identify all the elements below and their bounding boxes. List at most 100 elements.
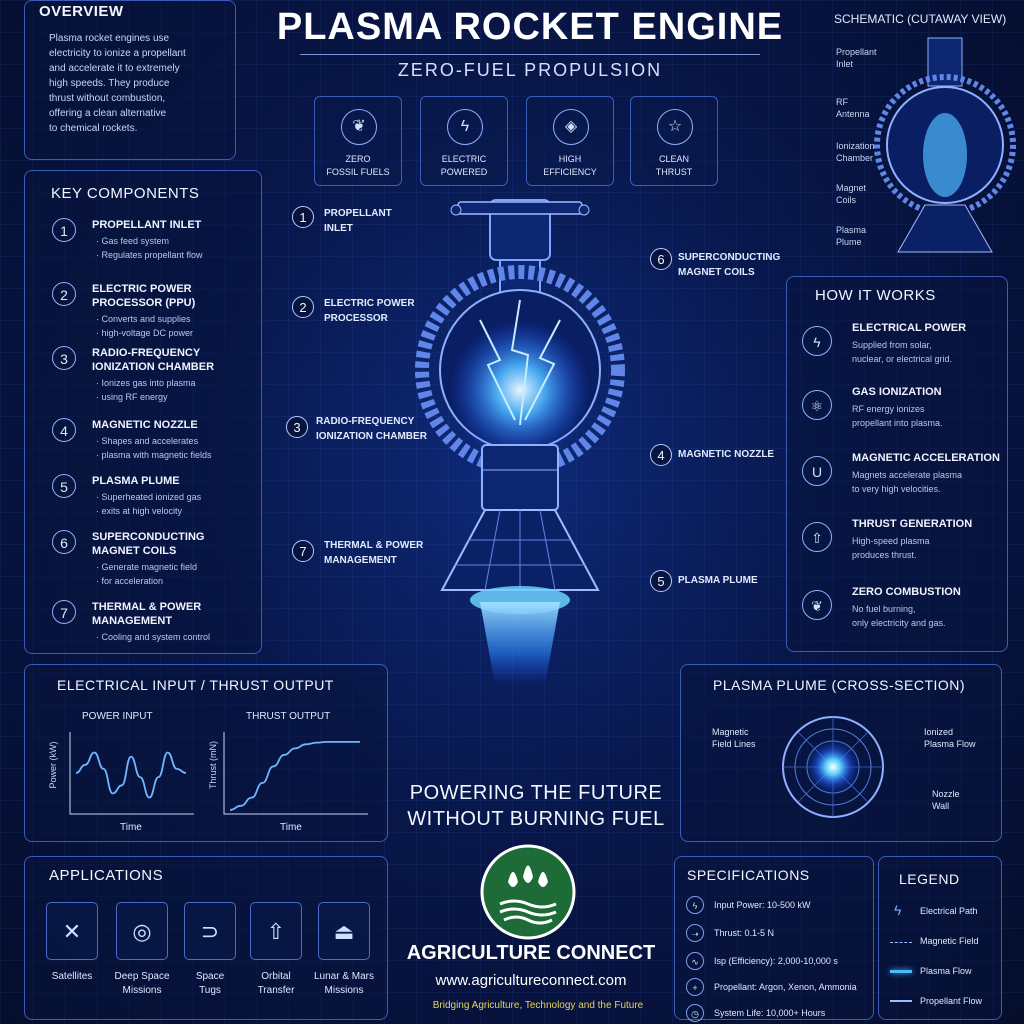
thrust-chart-ylabel: Thrust (mN) xyxy=(208,741,218,789)
callout-4-number: 4 xyxy=(650,444,672,466)
specifications-title: SPECIFICATIONS xyxy=(687,867,810,883)
component-title-line: THERMAL & POWER xyxy=(92,601,202,613)
star-icon: ☆ xyxy=(657,109,693,145)
how-it-works-desc-line: propellant into plasma. xyxy=(852,418,943,428)
component-3-title: RADIO-FREQUENCY IONIZATION CHAMBER xyxy=(92,346,252,374)
component-title-line: IONIZATION CHAMBER xyxy=(92,361,215,373)
component-desc-line: · high-voltage DC power xyxy=(96,328,194,338)
application-satellite-icon: ✕ xyxy=(46,902,98,960)
component-7-description: · Cooling and system control xyxy=(96,630,261,644)
power-chart-title: POWER INPUT xyxy=(82,711,153,722)
plume-cross-section-diagram xyxy=(782,716,884,818)
component-desc-line: · plasma with magnetic fields xyxy=(96,450,212,460)
how-it-works-step-title: MAGNETIC ACCELERATION xyxy=(852,452,1000,464)
inlet-valve-right xyxy=(578,204,590,216)
how-it-works-step-title: GAS IONIZATION xyxy=(852,386,942,398)
spec-item: Propellant: Argon, Xenon, Ammonia xyxy=(714,982,857,992)
legend-plasma-flow: Plasma Flow xyxy=(920,966,972,976)
component-desc-line: · Gas feed system xyxy=(96,236,170,246)
inlet-flange xyxy=(457,201,583,215)
io-panel: ELECTRICAL INPUT / THRUST OUTPUT xyxy=(24,664,388,842)
brand-url: www.agricultureconnect.com xyxy=(435,972,627,989)
component-desc-line: · Cooling and system control xyxy=(96,632,211,642)
callout-7-number: 7 xyxy=(292,540,314,562)
how-it-works-desc-line: to very high velocities. xyxy=(852,484,941,494)
component-desc-line: · Superheated ionized gas xyxy=(96,492,202,502)
component-4-title: MAGNETIC NOZZLE xyxy=(92,418,252,432)
how-it-works-magnet-icon: U xyxy=(802,456,832,486)
how-it-works-atom-icon: ⚛ xyxy=(802,390,832,420)
applications-title: APPLICATIONS xyxy=(49,867,164,884)
component-title-line: RADIO-FREQUENCY xyxy=(92,347,201,359)
spec-plus-icon: + xyxy=(686,978,704,996)
application-rocket-icon: ⇧ xyxy=(250,902,302,960)
legend-electrical-path: Electrical Path xyxy=(920,906,978,916)
legend-electrical-path-icon: ϟ xyxy=(894,902,902,918)
how-it-works-step-title: ZERO COMBUSTION xyxy=(852,586,961,598)
brand-slogan: Bridging Agriculture, Technology and the… xyxy=(432,1000,644,1011)
application-label: Satellites xyxy=(37,970,107,984)
component-desc-line: · Generate magnetic field xyxy=(96,562,198,572)
key-components-title: KEY COMPONENTS xyxy=(51,185,200,202)
how-it-works-leaf-icon: ❦ xyxy=(802,590,832,620)
callout-4-label: MAGNETIC NOZZLE xyxy=(678,449,775,460)
how-it-works-step-title: THRUST GENERATION xyxy=(852,518,973,530)
component-5-title: PLASMA PLUME xyxy=(92,474,252,488)
overview-title: OVERVIEW xyxy=(39,3,124,20)
how-it-works-step-description: No fuel burning,only electricity and gas… xyxy=(852,602,982,630)
specifications-panel: SPECIFICATIONS xyxy=(674,856,874,1020)
component-desc-line: · exits at high velocity xyxy=(96,506,183,516)
component-title-line: MANAGEMENT xyxy=(92,615,173,627)
component-7-title: THERMAL & POWER MANAGEMENT xyxy=(92,600,252,628)
application-label-line: Deep Space xyxy=(114,971,170,982)
application-label-line: Tugs xyxy=(199,985,221,996)
component-desc-line: · for acceleration xyxy=(96,576,164,586)
engine-illustration xyxy=(415,199,625,685)
callout-6-number: 6 xyxy=(650,248,672,270)
schematic-nozzle xyxy=(897,204,993,253)
component-4-description: · Shapes and accelerates· plasma with ma… xyxy=(96,434,261,462)
inlet-valve-left xyxy=(450,204,462,216)
leaf-icon: ❦ xyxy=(341,109,377,145)
application-label-line: Lunar & Mars xyxy=(313,971,375,982)
how-it-works-title: HOW IT WORKS xyxy=(815,287,936,304)
component-desc-line: · Converts and supplies xyxy=(96,314,191,324)
application-lander-icon: ⏏ xyxy=(318,902,370,960)
component-5-number: 5 xyxy=(52,474,76,498)
component-desc-line: · Regulates propellant flow xyxy=(96,250,203,260)
power-chart-xlabel: Time xyxy=(120,822,142,833)
key-components-panel: KEY COMPONENTS xyxy=(24,170,262,654)
legend-title: LEGEND xyxy=(899,871,960,887)
chamber-core-glow xyxy=(450,320,590,460)
component-2-description: · Converts and supplies · high-voltage DC… xyxy=(96,312,261,340)
how-it-works-lightning-icon: ϟ xyxy=(802,326,832,356)
component-6-number: 6 xyxy=(52,530,76,554)
application-tug-icon: ⊃ xyxy=(184,902,236,960)
component-1-description: · Gas feed system · Regulates propellant … xyxy=(96,234,261,262)
power-chart-ylabel: Power (kW) xyxy=(48,741,58,789)
io-panel-title: ELECTRICAL INPUT / THRUST OUTPUT xyxy=(57,677,334,693)
thrust-output-axes xyxy=(223,732,368,815)
page-subtitle: ZERO-FUEL PROPULSION xyxy=(397,60,663,80)
component-3-number: 3 xyxy=(52,346,76,370)
component-1-number: 1 xyxy=(52,218,76,242)
application-label-line: Satellites xyxy=(51,971,93,982)
how-it-works-desc-line: High-speed plasma xyxy=(852,536,930,546)
